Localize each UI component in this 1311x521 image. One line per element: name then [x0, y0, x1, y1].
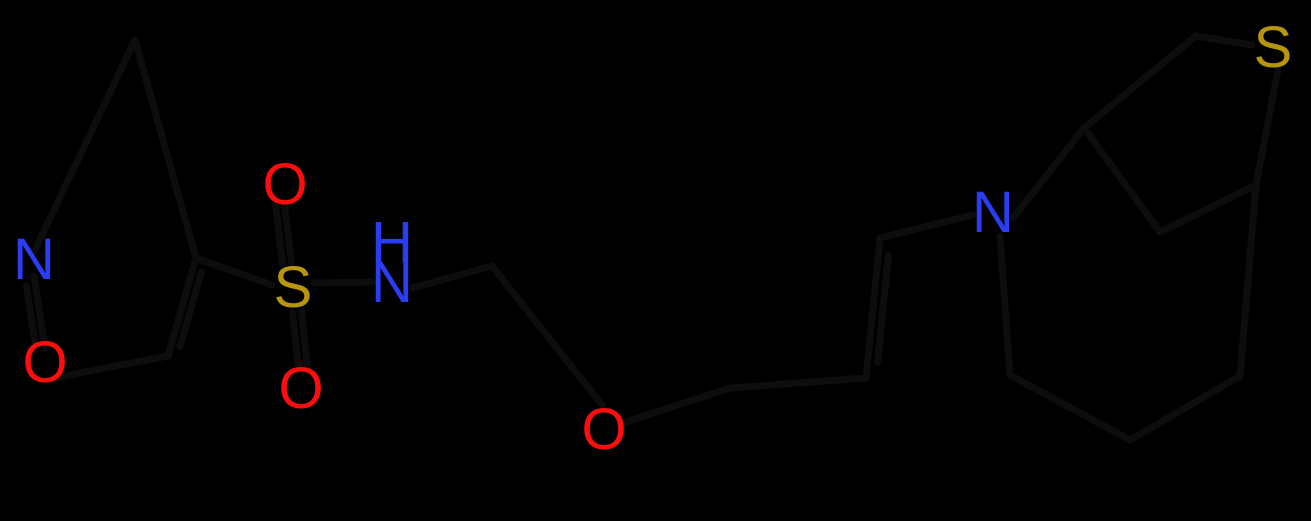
bond-b2 — [131, 36, 200, 262]
atom-label-isoxazole-n: N — [13, 227, 55, 292]
atom-label-sulfonamide-n: N — [371, 250, 413, 315]
bond-b8-b — [297, 308, 311, 372]
bond-b8-a — [289, 308, 303, 372]
bond-b11 — [488, 262, 606, 409]
bond-b20 — [1156, 181, 1260, 236]
bond-b7-a — [280, 200, 295, 266]
bond-b25 — [1236, 181, 1260, 380]
atom-label-thiophene-s: S — [1253, 15, 1293, 80]
atom-label-ether-o: O — [581, 397, 627, 462]
bond-b12 — [616, 384, 734, 428]
bond-b17 — [1080, 32, 1200, 132]
atom-label-sulfonyl-o-up: O — [262, 152, 308, 217]
bond-b3-a — [30, 272, 49, 352]
bond-group — [22, 32, 1282, 444]
atom-label-amine-n: N — [972, 180, 1014, 245]
atom-label-sulfonyl-o-dn: O — [278, 356, 324, 421]
atom-label-sulfonamide-h: H — [371, 210, 413, 275]
atom-label-sulfonyl-s: S — [273, 255, 313, 320]
bond-b7-b — [272, 202, 287, 268]
atom-label-isoxazole-o: O — [22, 330, 68, 395]
bond-b22 — [996, 232, 1014, 379]
bond-b16 — [1009, 124, 1088, 222]
bond-b21 — [1080, 124, 1164, 236]
bond-b4 — [50, 352, 172, 382]
bond-b1 — [30, 36, 139, 256]
bond-b3-b — [22, 282, 39, 345]
bond-b24 — [1126, 372, 1244, 444]
bond-b5-a — [164, 254, 200, 360]
bond-b5-b — [176, 268, 205, 351]
bond-b14-a — [862, 234, 884, 382]
bond-b23 — [1006, 371, 1134, 444]
bond-b15 — [876, 211, 977, 242]
bond-b13 — [726, 374, 870, 392]
bond-b19 — [1252, 66, 1282, 189]
bond-b18 — [1192, 32, 1256, 49]
bond-b6 — [192, 254, 276, 289]
bond-b14-b — [874, 252, 892, 366]
bond-b9 — [310, 278, 376, 287]
bond-b10 — [408, 262, 496, 292]
